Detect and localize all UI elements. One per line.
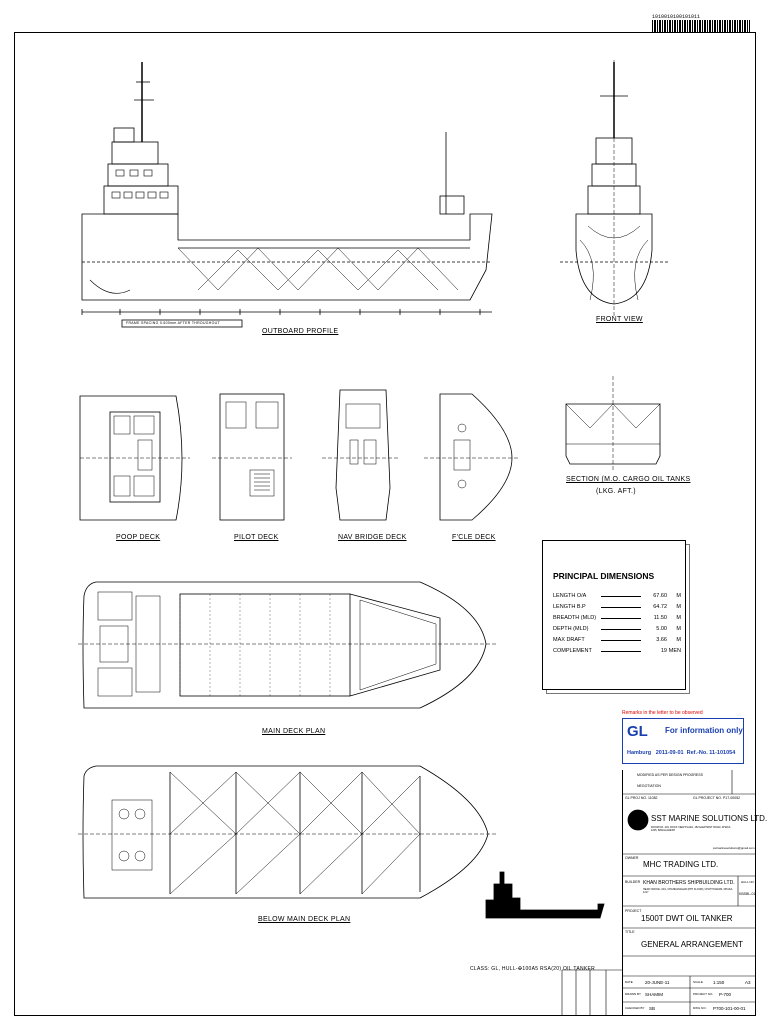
- drawing-date: 20-JUNE-11: [645, 980, 670, 985]
- gl-stamp-details: Hamburg 2011-09-01 Ref.-No. 11-101054: [627, 750, 736, 756]
- drawing-scale: 1:150: [713, 980, 725, 985]
- barcode-text: 1010010100101011: [652, 14, 701, 20]
- section-label: SECTION (M.O. CARGO OIL TANKS: [566, 476, 691, 483]
- hull-label: HULL NO.: [741, 880, 755, 884]
- company-name: SST MARINE SOLUTIONS LTD.: [651, 814, 768, 823]
- owner-name: MHC TRADING LTD.: [643, 860, 719, 869]
- title-block: MODIFIED AS PER DESIGN PROGRESS NEGOTIAT…: [622, 770, 767, 1016]
- scale-label: SCALE: [693, 980, 703, 984]
- frame-spacing-note: FRAME SPACING 0.600mm AFTER THROUGHOUT: [126, 321, 220, 325]
- main-deck-plan-label: MAIN DECK PLAN: [262, 728, 326, 735]
- project-number-field: GL PROJECT NO. P17-00052: [693, 796, 741, 800]
- dwg-no: P700-101-00-01: [713, 1006, 746, 1011]
- date-label: DATE: [625, 980, 633, 984]
- main-deck-plan-drawing: [78, 581, 496, 709]
- drawn-by-label: DRAWN BY: [625, 992, 642, 996]
- outboard-profile-label: OUTBOARD PROFILE: [262, 328, 339, 335]
- pilot-deck-label: PILOT DECK: [234, 534, 279, 541]
- project-name: 1500T DWT OIL TANKER: [641, 914, 733, 923]
- checked-by-label: CHECKED BY: [625, 1006, 645, 1010]
- title-label: TITLE: [625, 930, 635, 934]
- revision-2: NEGOTIATION: [637, 784, 661, 788]
- gl-proj-field: GL PROJ NO. 11082: [625, 796, 658, 800]
- title-block-grid: [561, 770, 756, 1016]
- gl-remark: Remarks in the letter to be observed: [622, 710, 703, 716]
- below-main-deck-plan-label: BELOW MAIN DECK PLAN: [258, 916, 351, 923]
- company-address: ROOM NO. 404, ROCK VIEW PLAZA, 152 ELEPH…: [651, 826, 731, 832]
- dwg-no-label: DWG NO.: [693, 1006, 707, 1010]
- gl-info-text: For information only: [665, 726, 743, 735]
- front-view-drawing: [560, 60, 668, 318]
- section-cargo-tanks-drawing: [565, 376, 661, 470]
- drawn-by: SHAMIM: [645, 992, 663, 997]
- gl-logo: GL: [627, 723, 648, 740]
- company-email: sstmarinesolutions@gmail.com: [713, 846, 755, 850]
- project-no-label: PROJECT NO.: [693, 992, 714, 996]
- owner-label: OWNER: [625, 856, 639, 860]
- section-sub-label: (LKG. AFT.): [596, 488, 636, 495]
- checked-by: SB: [649, 1006, 656, 1011]
- gl-stamp: GL For information only Hamburg 2011-09-…: [622, 718, 744, 764]
- drawing-title: GENERAL ARRANGEMENT: [641, 940, 743, 949]
- outboard-profile-drawing: [81, 62, 493, 328]
- below-main-deck-plan-drawing: [78, 765, 496, 899]
- drawing-sheet-border: [14, 32, 756, 1016]
- builder-address: HEAD OFFICE: 24/1, CHANDANAGAR (8TH FLOO…: [643, 888, 734, 894]
- ship-silhouette: [485, 871, 605, 919]
- pilot-deck-drawing: [212, 393, 292, 521]
- revision-1: MODIFIED AS PER DESIGN PROGRESS: [637, 773, 703, 777]
- class-note: CLASS: GL, HULL-✠100A5 RSA(20) OIL TANKE…: [470, 966, 596, 972]
- builder-name: KHAN BROTHERS SHIPBUILDING LTD.: [643, 880, 735, 886]
- sheet-size: A3: [745, 980, 751, 985]
- fcle-deck-drawing: [424, 393, 520, 521]
- front-view-label: FRONT VIEW: [596, 316, 643, 323]
- barcode: [652, 20, 750, 32]
- fcle-deck-label: F'CLE DECK: [452, 534, 496, 541]
- poop-deck-drawing: [79, 395, 190, 521]
- builder-label: BUILDER: [625, 880, 641, 884]
- poop-deck-label: POOP DECK: [116, 534, 161, 541]
- nav-bridge-deck-label: NAV BRIDGE DECK: [338, 534, 407, 541]
- principal-dimensions-title: PRINCIPAL DIMENSIONS: [553, 571, 655, 581]
- project-label: PROJECT: [625, 909, 642, 913]
- hull-number: KBSBL-01: [739, 892, 756, 896]
- project-no: P-700: [719, 992, 732, 997]
- sst-logo-circle: [627, 809, 649, 831]
- nav-bridge-deck-drawing: [322, 389, 400, 521]
